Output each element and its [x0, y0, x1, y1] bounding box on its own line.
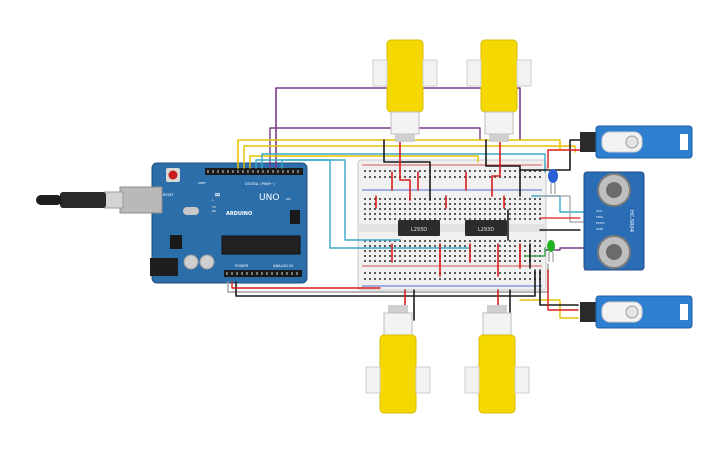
led-blue[interactable]: [548, 169, 558, 194]
led-green[interactable]: [547, 240, 555, 262]
motor-driver-right[interactable]: L293D: [465, 220, 507, 236]
reset-button[interactable]: [168, 170, 178, 180]
wire-cyan-a: [255, 159, 401, 241]
wire-green: [524, 247, 546, 257]
dc-motor-top-right[interactable]: [466, 39, 532, 142]
dc-motor-bottom-right[interactable]: [464, 305, 530, 414]
servo-bottom[interactable]: [580, 295, 693, 329]
dc-motor-top-left[interactable]: [372, 39, 438, 142]
wire-yellow-c: [249, 155, 479, 169]
sensor-pin-trig: TRIG: [595, 215, 604, 219]
arduino-infinity-logo: ∞: [214, 190, 221, 199]
wires: [227, 87, 587, 331]
wire-red-servo-top: [547, 149, 581, 169]
on-led-label: ON: [286, 197, 291, 201]
breadboard-jumpers: [375, 171, 531, 277]
usb-cable: [36, 192, 106, 208]
wire-black-servo-bot: [539, 269, 579, 306]
analog-header-label: ANALOG IN: [273, 264, 293, 268]
wire-black-b: [383, 139, 431, 201]
wire-red-servo-bot: [547, 269, 579, 311]
aref-label: AREF: [198, 181, 206, 185]
reset-label: RESET: [163, 193, 175, 197]
motor-driver-left[interactable]: L293D: [398, 220, 440, 236]
wire-black-a: [235, 269, 536, 297]
sensor-pin-echo: ECHO: [596, 221, 605, 225]
wire-cyan-b: [261, 153, 546, 173]
wire-cyan-c: [281, 159, 471, 249]
sensor-pin-gnd: GND: [596, 227, 604, 231]
wire-gray-sensor: [539, 195, 587, 223]
driver-left-label: L293D: [411, 227, 427, 233]
tx-label: TX: [211, 205, 216, 209]
arduino-model-label: UNO: [259, 193, 279, 203]
arduino-brand-label: ARDUINO: [226, 211, 252, 217]
sensor-pin-vcc: VCC: [596, 209, 602, 213]
wire-red-c: [491, 139, 501, 197]
driver-right-label: L293D: [478, 227, 494, 233]
dc-motor-bottom-left[interactable]: [365, 305, 431, 414]
wire-yellow-servo: [519, 299, 579, 319]
breadboard[interactable]: [357, 159, 547, 291]
wire-black-c: [485, 139, 521, 197]
rx-label: RX: [212, 209, 216, 213]
wire-red-b: [399, 139, 411, 201]
servo-top[interactable]: [580, 125, 693, 159]
wire-red-a: [231, 281, 381, 289]
digital-header-label: DIGITAL (PWM~): [245, 182, 275, 186]
power-header-label: POWER: [235, 264, 249, 268]
ultrasonic-sensor[interactable]: HC-SR04 VCC TRIG ECHO GND: [583, 171, 645, 271]
sensor-name-label: HC-SR04: [628, 210, 634, 232]
wire-black-servo-top: [519, 139, 581, 171]
wire-purple-mid: [269, 127, 481, 169]
wire-yellow-b: [243, 145, 576, 169]
l-led-label: L: [212, 198, 214, 202]
arduino-uno-board[interactable]: ∞ ARDUINO UNO DIGITAL (PWM~) POWER ANALO…: [104, 162, 308, 284]
